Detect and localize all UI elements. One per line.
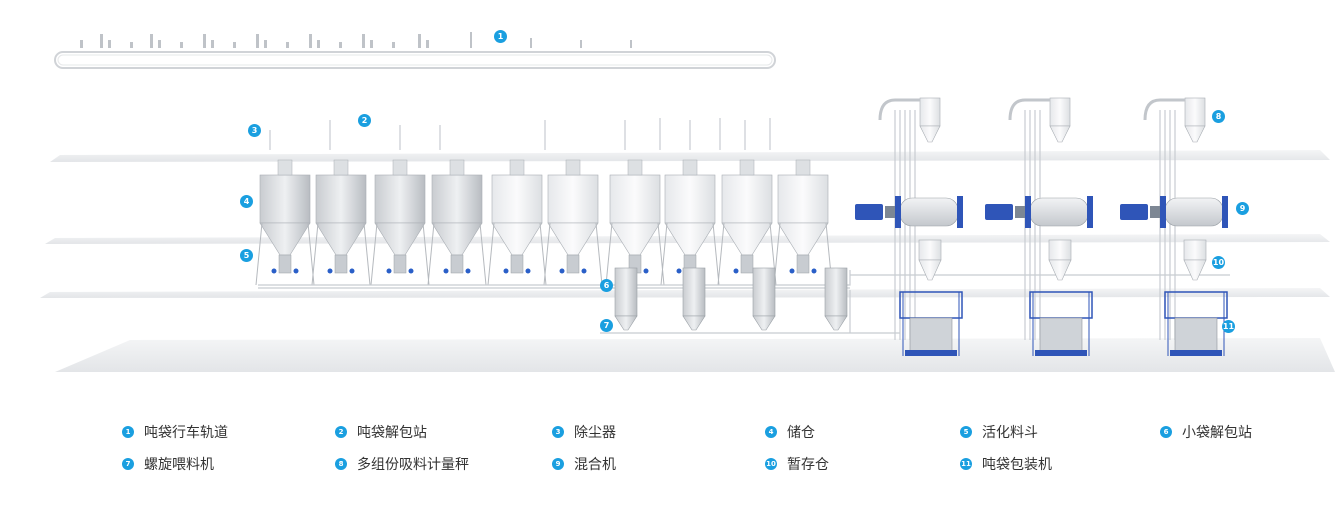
- callout-badge: 10: [1212, 256, 1225, 269]
- legend-label: 吨袋包装机: [982, 457, 1052, 473]
- mixing-lines: [855, 97, 1228, 356]
- legend-label: 暂存仓: [787, 457, 829, 473]
- legend-item: 4 储仓: [765, 422, 815, 442]
- legend-item: 3 除尘器: [552, 422, 616, 442]
- legend-label: 小袋解包站: [1182, 425, 1252, 441]
- legend-item: 8 多组份吸料计量秤: [335, 454, 469, 474]
- legend-item: 7 螺旋喂料机: [122, 454, 214, 474]
- callout-badge: 2: [358, 114, 371, 127]
- legend-label: 螺旋喂料机: [144, 457, 214, 473]
- legend-item: 1 吨袋行车轨道: [122, 422, 228, 442]
- legend-number: 7: [122, 458, 134, 470]
- legend-label: 除尘器: [574, 425, 616, 441]
- storage-silo: [543, 159, 603, 286]
- legend-number: 3: [552, 426, 564, 438]
- legend-number: 5: [960, 426, 972, 438]
- storage-silo: [773, 159, 833, 286]
- plant-diagram: [40, 32, 1335, 372]
- crane-rail: [54, 32, 776, 69]
- storage-silo: [605, 159, 665, 286]
- storage-silo: [660, 159, 720, 286]
- legend-number: 11: [960, 458, 972, 470]
- legend-label: 储仓: [787, 425, 815, 441]
- legend-item: 9 混合机: [552, 454, 616, 474]
- legend-label: 多组份吸料计量秤: [357, 457, 469, 473]
- legend-number: 4: [765, 426, 777, 438]
- callout-badge: 7: [600, 319, 613, 332]
- legend-item: 2 吨袋解包站: [335, 422, 427, 442]
- mixing-line: [1120, 97, 1228, 356]
- callout-badge: 6: [600, 279, 613, 292]
- storage-silo: [717, 159, 777, 286]
- mixing-line: [985, 97, 1093, 356]
- small-bag-stations: [614, 267, 848, 331]
- legend-label: 吨袋行车轨道: [144, 425, 228, 441]
- storage-silo: [255, 159, 315, 286]
- legend-item: 6 小袋解包站: [1160, 422, 1252, 442]
- callout-badge: 11: [1222, 320, 1235, 333]
- callout-badge: 5: [240, 249, 253, 262]
- callout-badge: 9: [1236, 202, 1249, 215]
- callout-badge: 8: [1212, 110, 1225, 123]
- equipment-layout-illustration: 1 2 3 4 5 6 7 8 9 10 11: [40, 30, 1335, 372]
- legend-label: 吨袋解包站: [357, 425, 427, 441]
- legend-item: 5 活化料斗: [960, 422, 1038, 442]
- callout-badge: 3: [248, 124, 261, 137]
- legend: 1 吨袋行车轨道 2 吨袋解包站 3 除尘器 4 储仓 5 活化料斗 6 小袋解包站 7 螺旋…: [0, 410, 1340, 490]
- storage-silo: [427, 159, 487, 286]
- legend-number: 10: [765, 458, 777, 470]
- legend-number: 8: [335, 458, 347, 470]
- legend-label: 活化料斗: [982, 425, 1038, 441]
- callout-badge: 1: [494, 30, 507, 43]
- storage-silo: [487, 159, 547, 286]
- legend-number: 1: [122, 426, 134, 438]
- storage-silo: [370, 159, 430, 286]
- legend-item: 11 吨袋包装机: [960, 454, 1052, 474]
- legend-number: 6: [1160, 426, 1172, 438]
- legend-item: 10 暂存仓: [765, 454, 829, 474]
- legend-number: 9: [552, 458, 564, 470]
- mixing-line: [855, 97, 963, 356]
- legend-label: 混合机: [574, 457, 616, 473]
- legend-number: 2: [335, 426, 347, 438]
- silo-row: [255, 159, 833, 286]
- storage-silo: [311, 159, 371, 286]
- callout-badge: 4: [240, 195, 253, 208]
